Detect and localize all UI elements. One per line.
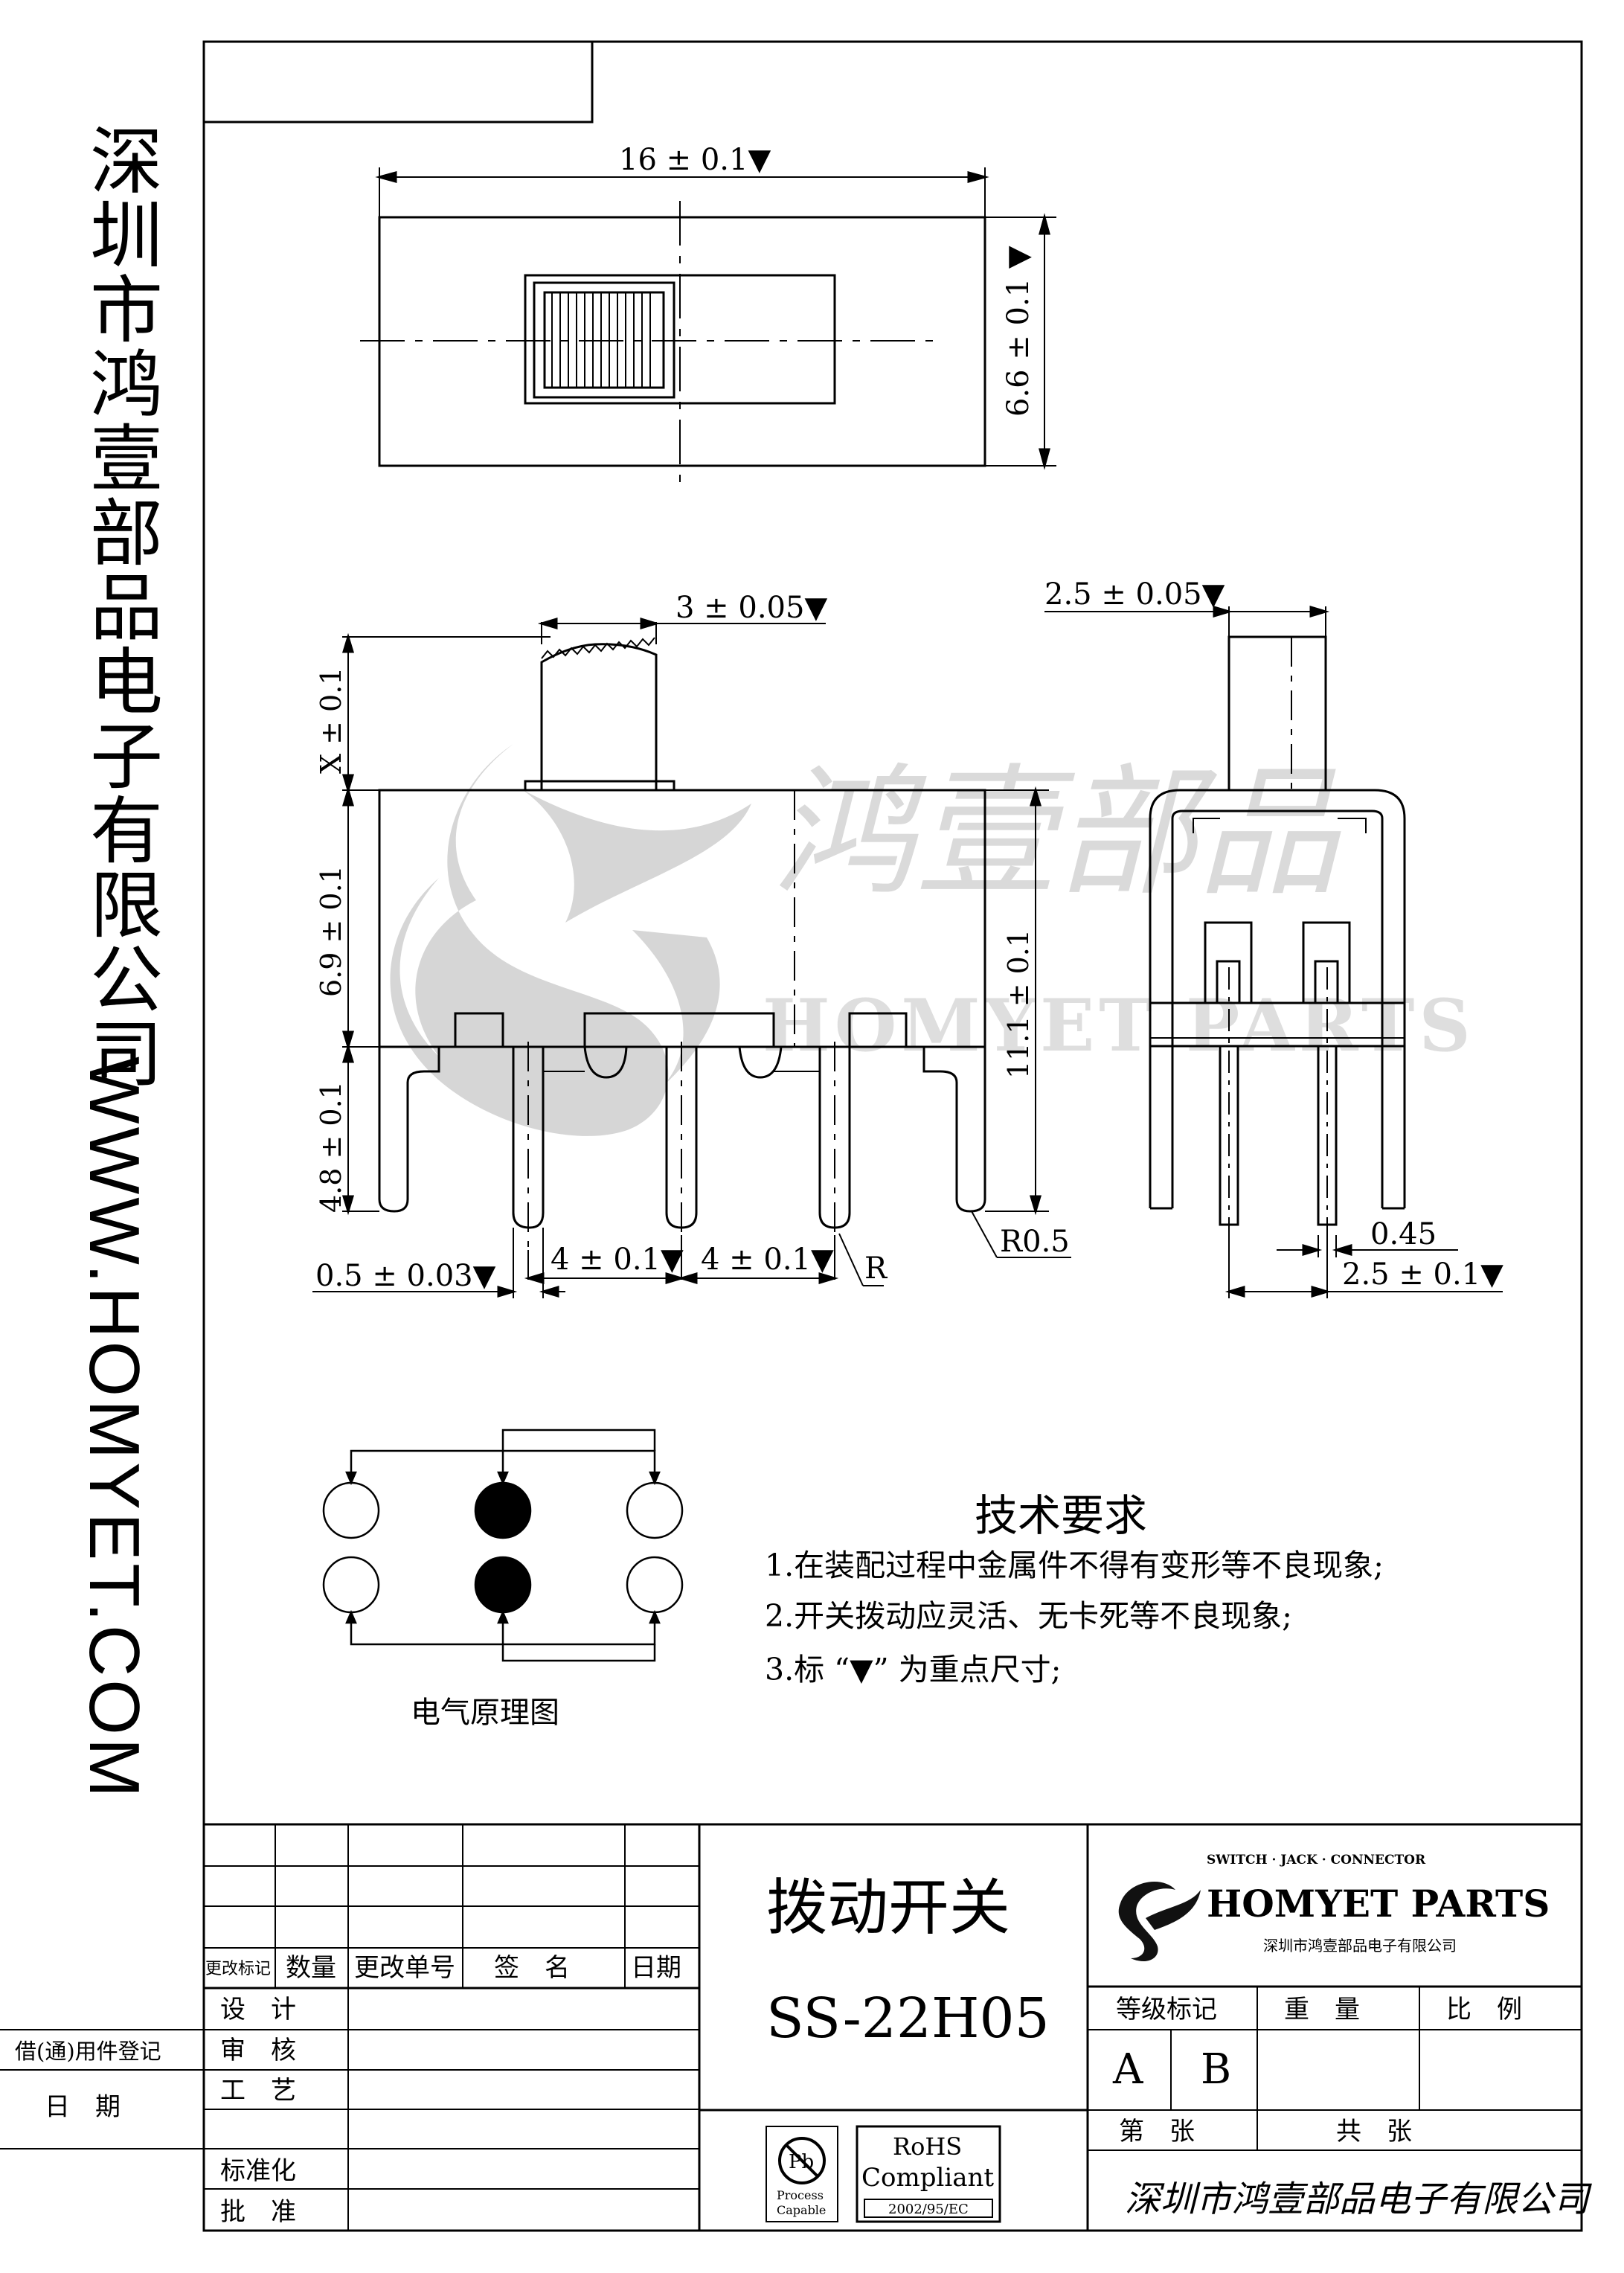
- rev-header-date: 日期: [631, 1953, 681, 1983]
- logo-mark: [1118, 1881, 1175, 1962]
- role-standard: 标准化: [220, 2156, 296, 2186]
- rev-header-sign: 签 名: [494, 1953, 570, 1983]
- terminal-5-common: [474, 1556, 532, 1614]
- rev-header-qty: 数量: [286, 1953, 336, 1983]
- dim-total-height: 11.1 ± 0.1: [1002, 929, 1035, 1079]
- rev-header-order: 更改单号: [354, 1953, 455, 1983]
- corner-box: [202, 40, 594, 124]
- side-view: [1044, 605, 1503, 1298]
- side-company-name: 深圳市鸿壹部品电子有限公司: [77, 123, 162, 1090]
- requirement-3: 3.标 “▼” 为重点尺寸;: [765, 1652, 1062, 1687]
- rohs-title: RoHS: [893, 2132, 962, 2161]
- requirement-2: 2.开关拨动应灵活、无卡死等不良现象;: [765, 1598, 1292, 1634]
- rohs-compliant: Compliant: [861, 2163, 994, 2193]
- logo-brand: HOMYET PARTS: [1207, 1882, 1550, 1926]
- pb-label: Pb: [789, 2151, 814, 2173]
- pb-icon: [778, 2137, 826, 2184]
- weight-label: 重 量: [1284, 1995, 1360, 2024]
- date-label: 日 期: [45, 2092, 121, 2122]
- terminal-6-open: [626, 1556, 684, 1614]
- side-website: WWW.HOMYET.COM: [74, 1057, 154, 1801]
- logo-tagline: SWITCH · JACK · CONNECTOR: [1207, 1853, 1426, 1868]
- requirement-1: 1.在装配过程中金属件不得有变形等不良现象;: [765, 1548, 1384, 1583]
- dim-side-pin-pitch: 2.5 ± 0.1▼: [1342, 1257, 1503, 1292]
- pb-caption-1: Process: [777, 2188, 824, 2202]
- schematic: [322, 1429, 684, 1662]
- requirements-title: 技术要求: [975, 1490, 1148, 1541]
- grade-b: B: [1201, 2045, 1231, 2094]
- watermark-chinese: 鸿壹部品: [774, 751, 1341, 915]
- dim-pin-height: 4.8 ± 0.1: [315, 1081, 347, 1213]
- total-label: 共 张: [1336, 2117, 1412, 2147]
- dim-pitch-right: 4 ± 0.1▼: [701, 1243, 834, 1277]
- top-view: [360, 167, 1056, 484]
- terminal-4-open: [322, 1556, 380, 1614]
- role-process: 工 艺: [220, 2076, 296, 2106]
- dim-radius-r: R: [864, 1251, 888, 1286]
- schematic-title: 电气原理图: [411, 1696, 559, 1730]
- scale-label: 比 例: [1446, 1995, 1522, 2024]
- terminal-3-open: [626, 1481, 684, 1539]
- dim-actuator-height: X ± 0.1: [315, 667, 347, 774]
- dim-body-height: 6.9 ± 0.1: [315, 865, 347, 997]
- grade-label: 等级标记: [1116, 1995, 1217, 2024]
- role-design: 设 计: [220, 1995, 296, 2024]
- title-block: [0, 1823, 1582, 2232]
- dim-top-width: 16 ± 0.1▼: [619, 143, 771, 177]
- dim-side-actuator-width: 2.5 ± 0.05▼: [1044, 577, 1225, 612]
- role-review: 审 核: [220, 2036, 296, 2065]
- dim-actuator-width: 3 ± 0.05▼: [675, 591, 827, 625]
- rohs-badge: [856, 2125, 1001, 2223]
- logo-company: 深圳市鸿壹部品电子有限公司: [1263, 1937, 1457, 1955]
- dim-top-height: 6.6 ± 0.1 ▼: [1001, 246, 1036, 417]
- watermark-english: HOMYET PARTS: [763, 984, 1475, 1068]
- product-model: SS-22H05: [766, 1987, 1050, 2051]
- terminal-1-open: [322, 1481, 380, 1539]
- dim-radius-r05: R0.5: [1000, 1225, 1070, 1259]
- role-approve: 批 准: [220, 2197, 296, 2227]
- borrow-register-label: 借(通)用件登记: [15, 2039, 161, 2064]
- dim-side-pin-width: 0.45: [1370, 1217, 1437, 1251]
- watermark: 鸿壹部品 HOMYET PARTS: [390, 744, 1475, 1136]
- pb-badge: [766, 2126, 838, 2222]
- rohs-code: 2002/95/EC: [888, 2202, 969, 2217]
- front-view: [312, 617, 1071, 1298]
- dim-pitch-left: 4 ± 0.1▼: [551, 1243, 684, 1277]
- product-name: 拨动开关: [766, 1873, 1010, 1943]
- company-script: 深圳市鸿壹部品电子有限公司: [1125, 2179, 1592, 2220]
- dim-pin-thickness: 0.5 ± 0.03▼: [315, 1259, 496, 1293]
- grade-a: A: [1112, 2045, 1143, 2094]
- sheet-label: 第 张: [1119, 2117, 1195, 2147]
- rev-header-mark: 更改标记: [205, 1960, 271, 1978]
- terminal-2-common: [474, 1481, 532, 1539]
- pb-caption-2: Capable: [777, 2203, 826, 2217]
